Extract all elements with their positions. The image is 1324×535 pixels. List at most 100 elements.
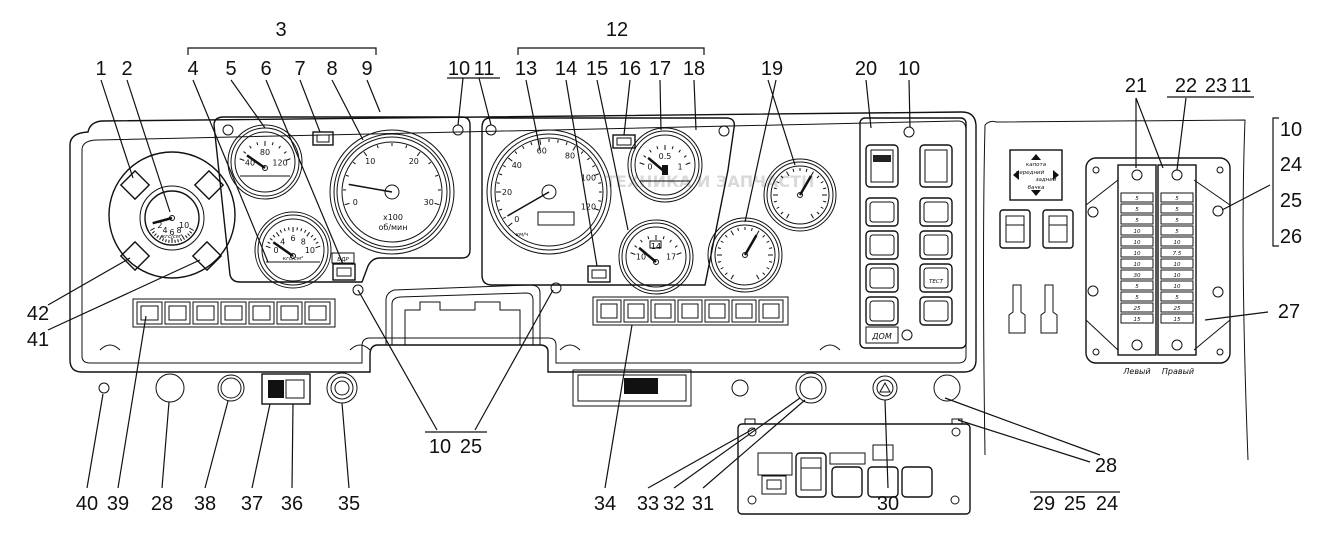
fuse[interactable] — [1120, 302, 1154, 313]
warning-icon — [196, 305, 215, 321]
fuel-gauge: 00.51 — [627, 127, 703, 203]
fuse-rating: 10 — [1134, 240, 1141, 246]
panel-switch[interactable] — [919, 197, 953, 227]
fuse[interactable] — [1120, 291, 1154, 302]
dial-tick — [724, 272, 728, 276]
switch-37[interactable] — [261, 373, 311, 405]
fuse[interactable] — [1120, 225, 1154, 236]
fuse[interactable] — [1160, 269, 1194, 280]
fuse[interactable] — [1120, 192, 1154, 203]
fuse[interactable] — [1160, 203, 1194, 214]
rocker-switch[interactable] — [919, 144, 953, 188]
fuse[interactable] — [1160, 192, 1194, 203]
fuse[interactable] — [1120, 280, 1154, 291]
dial-label: 60 — [537, 147, 547, 156]
group-brackets — [187, 47, 1279, 493]
panel-switch[interactable] — [865, 296, 899, 326]
dial-label: 4 — [162, 226, 167, 235]
fuse[interactable] — [1120, 214, 1154, 225]
fuse[interactable] — [1160, 236, 1194, 247]
needle-hub — [541, 184, 557, 200]
callout: 3 — [275, 19, 286, 41]
push-button[interactable] — [831, 466, 863, 498]
panel-switch[interactable] — [865, 197, 899, 227]
diff-lock-button[interactable] — [901, 466, 933, 498]
watermark: ТЕХНИКА И ЗАПЧАСТИ — [605, 172, 814, 191]
lever-left[interactable] — [1008, 284, 1026, 334]
panel-switch[interactable] — [919, 263, 953, 293]
lower-controls — [98, 369, 961, 407]
dial-tick — [508, 222, 513, 227]
dial-label: 20 — [502, 188, 512, 197]
hazard-button-30[interactable] — [872, 375, 898, 401]
fuse[interactable] — [1120, 258, 1154, 269]
callout: 34 — [594, 493, 616, 515]
dial-tick — [256, 142, 259, 146]
button-38[interactable] — [217, 374, 245, 402]
panel-switch[interactable] — [919, 296, 953, 326]
rocker-switch-left[interactable] — [999, 209, 1031, 249]
fuse-rating: 10 — [1174, 240, 1181, 246]
master-switch[interactable] — [865, 144, 899, 188]
fuse[interactable] — [1120, 269, 1154, 280]
fuse[interactable] — [1120, 203, 1154, 214]
needle-hub — [797, 192, 803, 198]
switch-panel: ТЕСТ ДОМ — [859, 117, 967, 349]
dial-tick — [769, 247, 773, 250]
fuse[interactable] — [1160, 280, 1194, 291]
diff-lock-button[interactable] — [867, 466, 899, 498]
callout: 23 — [1205, 75, 1227, 97]
fuse[interactable] — [1120, 313, 1154, 324]
dial-tick — [786, 213, 790, 219]
panel-switch[interactable] — [919, 230, 953, 260]
switch-symbol-icon — [869, 201, 895, 223]
fuse[interactable] — [1160, 225, 1194, 236]
fuse[interactable] — [1160, 214, 1194, 225]
dial-tick — [243, 151, 247, 154]
dial-tick — [586, 157, 590, 161]
callout: 37 — [241, 493, 263, 515]
dial-label: 0 — [353, 198, 358, 207]
indicator-lamp — [704, 299, 730, 323]
dial-tick — [810, 213, 814, 219]
panel-switch[interactable] — [865, 230, 899, 260]
dial-tick — [496, 200, 500, 202]
rocker-switch-right[interactable] — [1042, 209, 1074, 249]
dial-label: 30 — [424, 198, 434, 207]
switch-symbol-icon — [923, 300, 949, 322]
fuse[interactable] — [1160, 258, 1194, 269]
fuse[interactable] — [1160, 313, 1194, 324]
fuse[interactable] — [1120, 247, 1154, 258]
callout: 13 — [515, 58, 537, 80]
dial-tick — [820, 206, 824, 209]
dial-tick — [820, 181, 824, 184]
callout: 16 — [619, 58, 641, 80]
warning-icon — [735, 303, 753, 319]
callout: 38 — [194, 493, 216, 515]
dial-tick — [816, 211, 820, 215]
fuse[interactable] — [1120, 236, 1154, 247]
fuse[interactable] — [1160, 291, 1194, 302]
button-35[interactable] — [326, 372, 358, 404]
dial-tick — [720, 240, 724, 243]
panel-switch[interactable] — [865, 263, 899, 293]
fuse-left-label: Левый — [1122, 367, 1150, 376]
fuse-right-label: Правый — [1162, 367, 1194, 376]
callout: 10 — [429, 436, 451, 458]
dial-label: 10 — [636, 253, 646, 262]
dial-tick — [315, 241, 319, 244]
dial-tick — [530, 142, 533, 146]
dial-tick — [239, 158, 245, 161]
dial-tick — [557, 139, 559, 143]
dial-tick — [522, 145, 525, 149]
fuse-rating: 7.5 — [1173, 251, 1182, 257]
dial-label: 120 — [272, 159, 287, 168]
dial-tick — [161, 238, 165, 242]
rocker-switch[interactable] — [795, 452, 827, 498]
headlight-switch-32[interactable] — [795, 372, 827, 404]
fuse[interactable] — [1160, 302, 1194, 313]
fuse[interactable] — [1160, 247, 1194, 258]
dial-tick — [315, 245, 321, 249]
lever-right[interactable] — [1040, 284, 1058, 334]
